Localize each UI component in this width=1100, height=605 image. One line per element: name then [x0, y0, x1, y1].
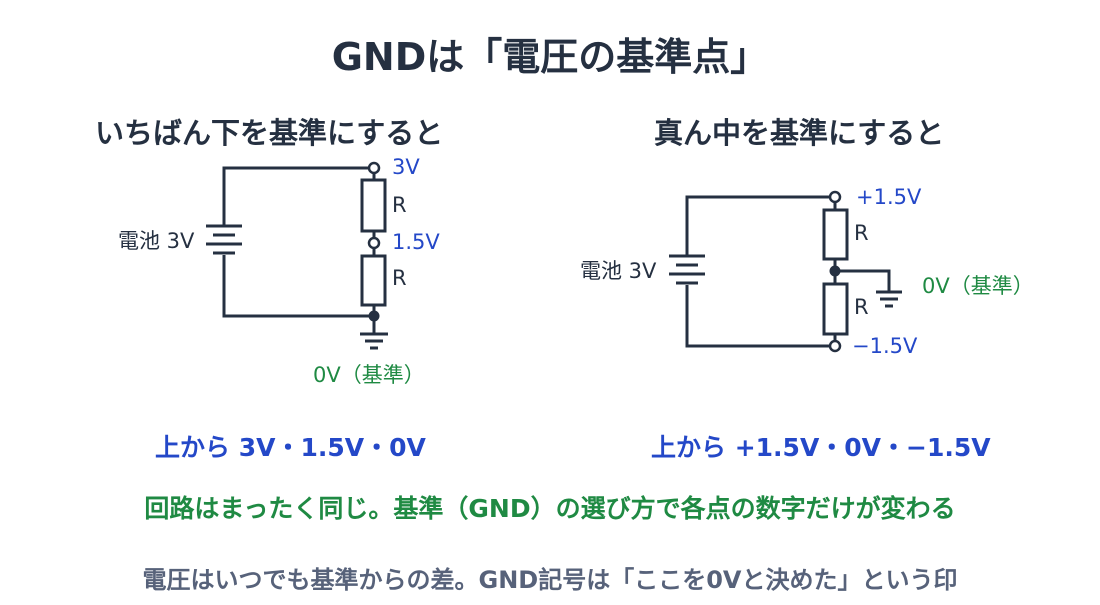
right-summary: 上から +1.5V・0V・−1.5V: [651, 433, 991, 462]
right-ground-label: 0V（基準）: [922, 274, 1034, 298]
left-resistor-top-label: R: [392, 193, 407, 217]
right-circuit: 電池 3V R R +1.5V 0V（基準） −1.5V: [580, 185, 1034, 358]
right-battery-label: 電池 3V: [580, 259, 657, 283]
left-resistor-bottom: [360, 254, 387, 307]
right-resistor-bottom-label: R: [854, 295, 869, 319]
left-circuit: 電池 3V R R 3V 1.5V 0V（基準）: [118, 155, 440, 387]
left-top-wire: [222, 166, 374, 226]
right-bottom-wire: [685, 285, 835, 348]
right-heading: 真ん中を基準にすると: [654, 116, 945, 150]
right-ground-icon: [876, 290, 902, 308]
right-node-mid: [829, 265, 841, 277]
note-green: 回路はまったく同じ。基準（GND）の選び方で各点の数字だけが変わる: [144, 494, 956, 523]
right-resistor-top: [822, 208, 849, 261]
left-ground-label: 0V（基準）: [313, 363, 425, 387]
left-mid-voltage: 1.5V: [392, 230, 440, 254]
right-bottom-voltage: −1.5V: [852, 334, 918, 358]
right-top-wire: [685, 195, 835, 256]
left-heading: いちばん下を基準にすると: [95, 116, 444, 150]
right-resistor-top-label: R: [854, 221, 869, 245]
right-top-voltage: +1.5V: [856, 185, 922, 209]
note-gray: 電圧はいつでも基準からの差。GND記号は「ここを0Vと決めた」という印: [142, 566, 958, 594]
left-bottom-wire: [222, 255, 374, 318]
right-resistor-bottom: [822, 282, 849, 336]
left-node-ground: [368, 310, 380, 322]
left-resistor-bottom-label: R: [392, 266, 407, 290]
left-node-top: [367, 161, 381, 175]
right-node-top: [828, 190, 842, 204]
left-node-mid: [367, 236, 381, 250]
right-ground-lead: [835, 269, 891, 292]
right-node-bottom: [828, 339, 842, 353]
page-title: GNDは「電圧の基準点」: [331, 35, 769, 79]
left-battery-label: 電池 3V: [118, 229, 195, 253]
right-battery-icon: [669, 254, 705, 285]
left-resistor-top: [360, 178, 387, 233]
left-battery-icon: [206, 224, 242, 255]
left-top-voltage: 3V: [392, 155, 420, 179]
left-ground-icon: [360, 332, 388, 350]
left-summary: 上から 3V・1.5V・0V: [155, 433, 426, 462]
